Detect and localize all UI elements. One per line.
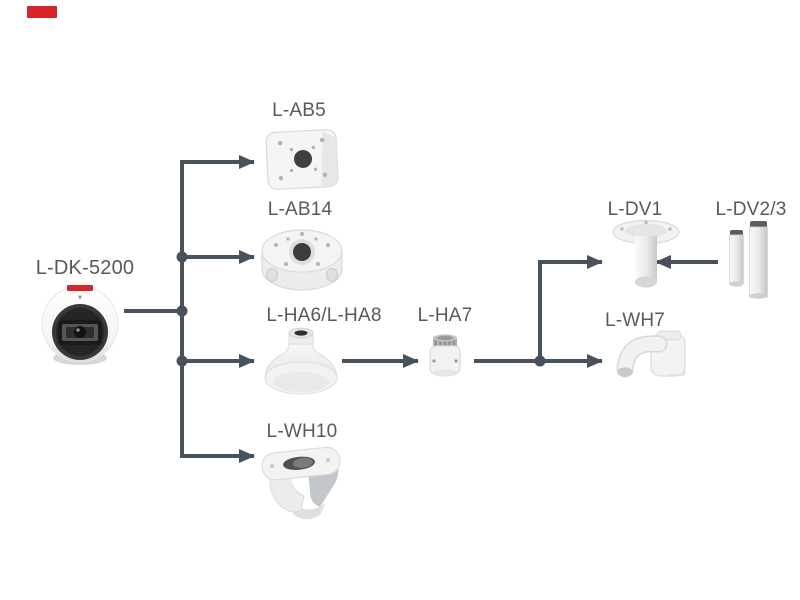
camera-label: L-DK-5200 (35, 257, 135, 279)
wh7-label: L-WH7 (604, 310, 666, 331)
ha6-ha8-image (262, 326, 340, 398)
ha7-image (427, 333, 463, 379)
dv2-3-image (727, 219, 771, 299)
wh7-image (611, 329, 689, 387)
extension-pole-icons (729, 221, 768, 299)
wall-mount-bracket-icon (261, 446, 341, 520)
pendant-cap-icon (264, 327, 338, 395)
brand-logo (27, 6, 57, 18)
ha6-ha8-label: L-HA6/L-HA8 (266, 305, 382, 326)
turret-camera-icon (41, 285, 119, 365)
junction-box-square-icon (265, 129, 339, 190)
junction-dot (534, 355, 546, 367)
ab14-label: L-AB14 (267, 199, 333, 220)
ha7-label: L-HA7 (417, 305, 473, 326)
ab5-label: L-AB5 (272, 100, 326, 121)
threaded-adapter-icon (429, 334, 461, 377)
dv2-3-label: L-DV2/3 (715, 199, 787, 220)
ab5-image (260, 126, 344, 192)
wh10-label: L-WH10 (266, 421, 338, 442)
junction-box-round-icon (261, 229, 343, 291)
junction-dot (176, 305, 188, 317)
ab14-image (260, 224, 344, 292)
connector-junction-to-dv1 (538, 255, 603, 361)
dv1-image (611, 219, 683, 291)
junction-dot (176, 251, 188, 263)
junction-dot (176, 355, 188, 367)
camera-image (40, 282, 120, 366)
wh10-image (258, 443, 346, 521)
ceiling-mount-icon (612, 219, 680, 288)
dv1-label: L-DV1 (607, 199, 663, 220)
gooseneck-wall-mount-icon (616, 330, 686, 378)
